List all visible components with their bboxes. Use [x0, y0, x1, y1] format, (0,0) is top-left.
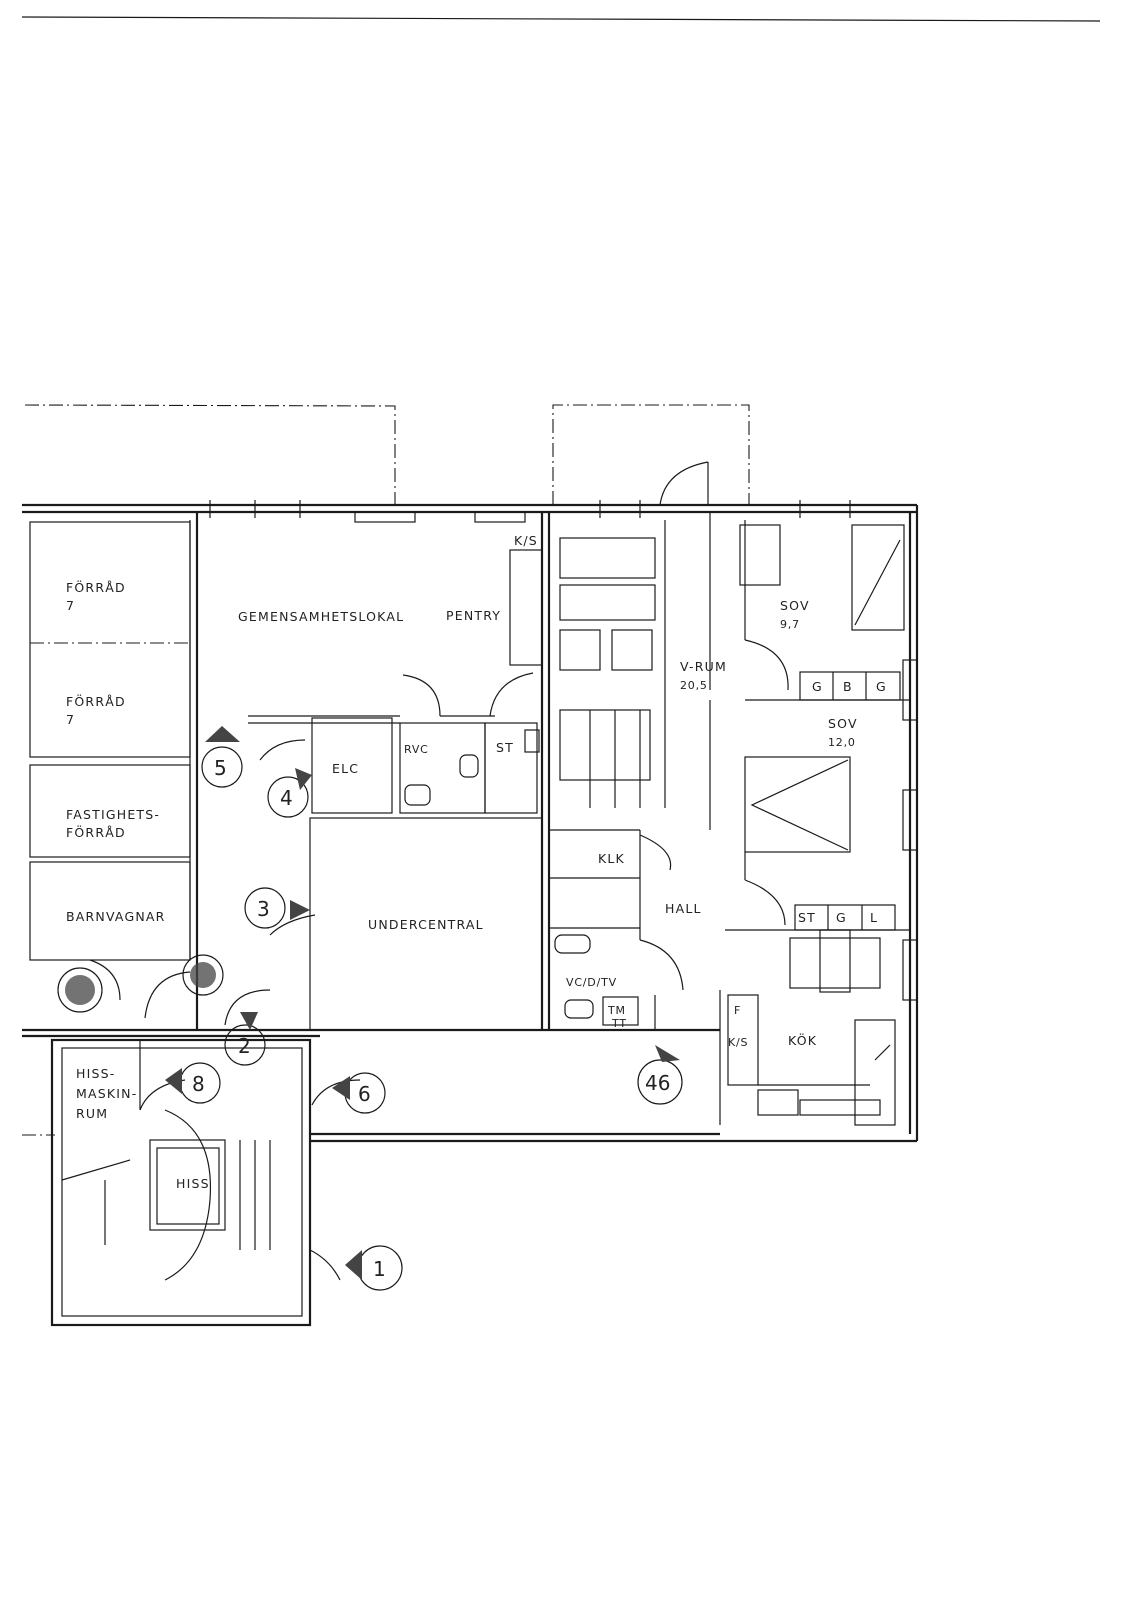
fastighets-label-1: FASTIGHETS-	[66, 807, 160, 822]
door-swings	[89, 461, 789, 1281]
dashed-outline	[22, 404, 750, 1136]
elc-label: ELC	[332, 761, 359, 776]
gemensamhetslokal-label: GEMENSAMHETSLOKAL	[238, 609, 404, 624]
forrad-label-2: FÖRRÅD	[66, 693, 126, 709]
sov-area-1: 9,7	[780, 618, 800, 631]
pentry-label: PENTRY	[446, 608, 501, 623]
marker-label-2: 2	[238, 1034, 251, 1058]
photo-markers: 1 2 3 4 5 6 8	[57, 726, 683, 1291]
st-mid-label: ST	[496, 740, 514, 755]
marker-label-3: 3	[257, 897, 270, 921]
marker-46: 46	[637, 1045, 683, 1105]
hissmaskin-label-3: RUM	[76, 1106, 108, 1121]
hiss-label: HISS	[176, 1176, 210, 1191]
sov-label-1: SOV	[780, 598, 810, 613]
forrad-number-1: 7	[66, 598, 75, 613]
fastighets-label-2: FÖRRÅD	[66, 824, 126, 840]
marker-5: 5	[201, 726, 243, 788]
marker-label-4: 4	[280, 786, 293, 810]
vrum-area: 20,5	[680, 679, 708, 692]
marker-4: 4	[267, 768, 312, 818]
marker-label-46: 46	[645, 1071, 670, 1095]
elevator-stair-block	[50, 1038, 312, 1327]
rvc-label: RVC	[404, 743, 429, 756]
vcdtv-label: VC/D/TV	[566, 976, 617, 989]
scribbled-marker-mid	[182, 954, 224, 996]
marker-2: 2	[224, 1012, 266, 1066]
undercentral-label: UNDERCENTRAL	[368, 917, 484, 932]
b-label: B	[843, 679, 853, 694]
hall-label: HALL	[665, 901, 702, 916]
g-label-1: G	[812, 679, 823, 694]
room-labels: FÖRRÅD 7 FÖRRÅD 7 FASTIGHETS- FÖRRÅD BAR…	[66, 533, 887, 1191]
hissmaskin-label-1: HISS-	[76, 1066, 115, 1081]
marker-1: 1	[345, 1245, 403, 1291]
forrad-label-1: FÖRRÅD	[66, 579, 126, 595]
g-label-3: G	[836, 910, 847, 925]
g-label-2: G	[876, 679, 887, 694]
vrum-label: V-RUM	[680, 659, 727, 674]
common-room-walls	[248, 512, 551, 1031]
st-label-right: ST	[798, 910, 816, 925]
marker-6: 6	[332, 1072, 386, 1114]
marker-label-6: 6	[358, 1082, 371, 1106]
ks-kok-label: K/S	[728, 1036, 748, 1049]
scan-edge-line	[21, 16, 1101, 22]
f-label: F	[734, 1004, 741, 1017]
kok-label: KÖK	[788, 1032, 817, 1048]
marker-3: 3	[244, 887, 310, 929]
tt-label: TT	[611, 1017, 627, 1030]
tm-label: TM	[607, 1004, 626, 1017]
left-storage-block	[29, 512, 199, 1030]
ks-top-label: K/S	[514, 533, 538, 548]
marker-label-1: 1	[373, 1257, 386, 1281]
apartment-walls	[549, 512, 910, 1126]
marker-label-5: 5	[214, 756, 227, 780]
barnvagnar-label: BARNVAGNAR	[66, 909, 166, 924]
window-marks	[209, 500, 918, 1001]
sov-label-2: SOV	[828, 716, 858, 731]
sov-area-2: 12,0	[828, 736, 856, 749]
marker-8: 8	[165, 1062, 221, 1104]
klk-label: KLK	[598, 851, 625, 866]
hissmaskin-label-2: MASKIN-	[76, 1086, 137, 1101]
forrad-number-2: 7	[66, 712, 75, 727]
scribbled-marker-left	[57, 967, 103, 1013]
marker-label-8: 8	[192, 1072, 205, 1096]
l-label: L	[870, 910, 878, 925]
